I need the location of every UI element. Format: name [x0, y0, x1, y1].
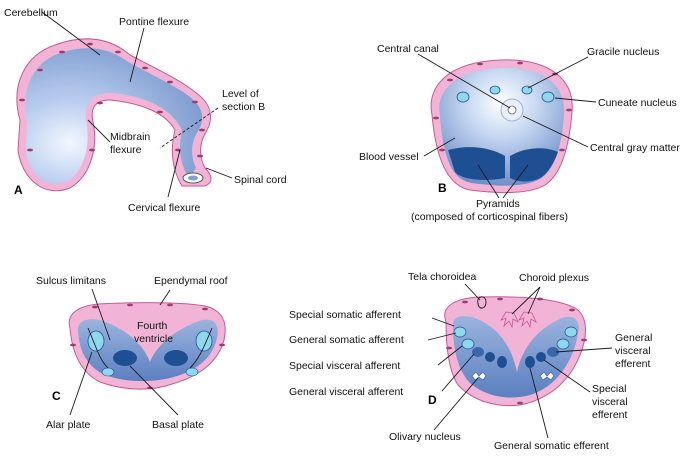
choroid-plexus-leader-left — [511, 286, 541, 315]
spinal-cord-canal — [188, 175, 198, 181]
cuneate-nucleus-leader — [554, 97, 597, 103]
gracile-nucleus-left — [489, 85, 501, 95]
label-general-somatic-afferent: General somatic afferent — [289, 334, 404, 346]
label-pyramids: Pyramids — [476, 198, 520, 210]
alar-plate-left — [87, 330, 105, 352]
label-special: Special — [592, 383, 626, 395]
olivary-nucleus-left — [471, 371, 487, 381]
label-gracile-nucleus: Gracile nucleus — [587, 46, 659, 58]
label-central-canal: Central canal — [377, 43, 439, 55]
label-special-visceral-afferent: Special visceral afferent — [289, 360, 400, 372]
gracile-nucleus-right — [521, 85, 533, 95]
sva-leader — [437, 345, 463, 366]
alar-plate-leader — [69, 351, 93, 416]
label-basal-plate: Basal plate — [152, 419, 204, 431]
label-section-b: section B — [222, 101, 265, 113]
pyramid-leader-right — [502, 164, 529, 199]
label-cuneate-nucleus: Cuneate nucleus — [598, 97, 677, 109]
central-canal-leader — [417, 53, 511, 109]
label-central-gray-matter: Central gray matter — [590, 142, 680, 154]
label-general: General — [615, 332, 652, 344]
panel-d-nuclei-right — [525, 326, 578, 368]
panel-b-membrane-cells — [433, 61, 572, 152]
basal-plate-leader — [129, 365, 179, 416]
olivary-nucleus-right — [539, 371, 555, 381]
label-flexure: flexure — [110, 144, 142, 156]
label-pontine-flexure: Pontine flexure — [119, 16, 189, 28]
cuneate-nucleus-left — [456, 91, 470, 103]
label-cerebellum: Cerebellum — [4, 7, 58, 19]
sulcus-limitans-leader — [91, 288, 111, 341]
label-visceral-2: visceral — [592, 396, 628, 408]
label-blood-vessel: Blood vessel — [359, 151, 419, 163]
label-general-visceral-afferent: General visceral afferent — [289, 386, 403, 398]
arrow-right — [189, 327, 213, 369]
pontine-flexure-leader — [129, 27, 145, 83]
pyramid-left — [448, 147, 505, 180]
label-midbrain: Midbrain — [110, 131, 150, 143]
choroid-plexus-drawing — [500, 311, 537, 329]
label-spinal-cord: Spinal cord — [234, 174, 287, 186]
panel-a-neural-tube — [25, 48, 203, 184]
arrow-left — [87, 327, 109, 369]
panel-d-membrane-cells — [446, 297, 587, 405]
label-cervical-flexure: Cervical flexure — [128, 202, 201, 214]
label-visceral: visceral — [615, 345, 651, 357]
panel-b: Central canal Gracile nucleus Cuneate nu… — [359, 43, 680, 223]
panel-a: Cerebellum Pontine flexure Level of sect… — [4, 7, 287, 214]
tela-choroidea-leader — [464, 283, 481, 301]
midbrain-flexure-leader — [87, 119, 111, 143]
label-fourth: Fourth — [137, 320, 168, 332]
blood-vessel-leader — [423, 137, 456, 157]
intermediate-left — [101, 367, 115, 377]
ependymal-roof-leader — [159, 289, 171, 306]
cervical-flexure-leader — [167, 149, 181, 198]
ssa-leader — [431, 317, 455, 327]
label-tela-choroidea: Tela choroidea — [408, 271, 476, 283]
spinal-cord-leader — [205, 167, 233, 179]
panel-d-letter: D — [428, 393, 437, 407]
olivary-nucleus-leader — [433, 377, 479, 431]
label-level-of: Level of — [222, 88, 259, 100]
label-olivary-nucleus: Olivary nucleus — [389, 431, 461, 443]
panel-c-membrane-cells — [70, 303, 225, 390]
label-special-somatic-afferent: Special somatic afferent — [289, 309, 401, 321]
label-efferent-2: efferent — [592, 409, 627, 421]
gva-leader — [441, 353, 475, 392]
label-choroid-plexus: Choroid plexus — [519, 272, 589, 284]
label-pyramids-note: (composed of corticospinal fibers) — [411, 211, 568, 223]
section-b-level-line — [159, 107, 219, 149]
sve-leader — [543, 359, 591, 393]
panel-c: Sulcus limitans Ependymal roof Fourth ve… — [36, 275, 228, 431]
cerebellum-leader — [41, 11, 101, 56]
label-ventricle: ventricle — [134, 333, 173, 345]
panel-c-letter: C — [52, 389, 61, 403]
pyramid-leader-left — [477, 164, 500, 199]
basal-plate-right — [164, 350, 188, 366]
label-sulcus-limitans: Sulcus limitans — [36, 275, 106, 287]
choroid-plexus-leader-right — [527, 286, 541, 315]
panel-a-letter: A — [14, 183, 23, 197]
label-ependymal-roof: Ependymal roof — [154, 275, 228, 287]
label-general-somatic-efferent: General somatic efferent — [494, 440, 609, 452]
label-efferent: efferent — [615, 358, 650, 370]
intermediate-right — [185, 367, 199, 377]
panel-b-letter: B — [438, 181, 447, 195]
gve-leader — [555, 347, 613, 353]
basal-plate-left — [113, 350, 137, 366]
panel-c-floor — [78, 319, 218, 382]
central-gray-matter-leader — [522, 115, 589, 148]
gracile-nucleus-leader — [527, 56, 589, 89]
cuneate-nucleus-right — [541, 91, 555, 103]
alar-plate-right — [195, 330, 213, 352]
panel-d: Tela choroidea Choroid plexus Special so… — [289, 271, 652, 452]
panel-a-membrane-cells — [19, 42, 205, 158]
gsa-leader — [427, 332, 457, 341]
gse-leader — [529, 367, 549, 439]
panel-d-nuclei-left — [453, 326, 507, 368]
label-alar-plate: Alar plate — [46, 419, 91, 431]
